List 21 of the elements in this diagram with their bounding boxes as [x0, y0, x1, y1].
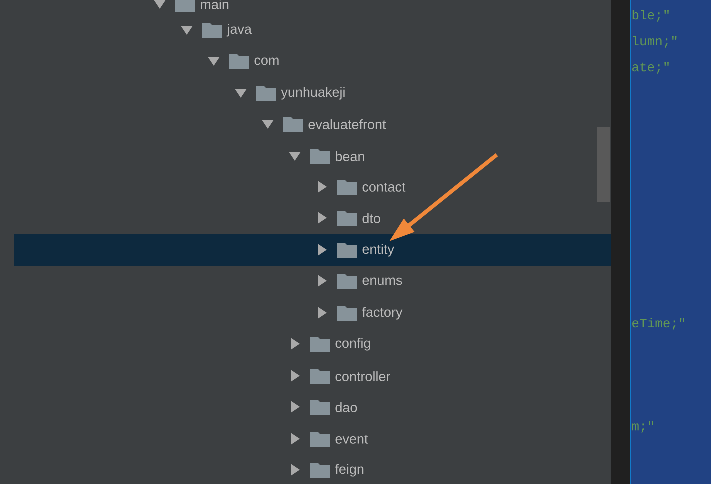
folder-label: contact [362, 183, 406, 192]
code-text: ate;″ [632, 62, 669, 74]
folder-label: config [336, 338, 370, 351]
folder-label: dto [362, 214, 380, 224]
folder-label: dao [336, 402, 358, 412]
code-text: m;″ [632, 421, 654, 433]
folder-label: bean [336, 152, 364, 162]
code-text: eTime;″ [632, 318, 685, 330]
code-text: ble;″ [632, 10, 669, 22]
folder-label: java [226, 24, 252, 37]
folder-label: event [336, 435, 368, 444]
folder-label: controller [336, 372, 390, 382]
folder-label: yunhuakeji [281, 87, 345, 100]
folder-label: main [201, 0, 229, 10]
folder-label: com [254, 58, 279, 66]
folder-label: enums [362, 278, 402, 286]
folder-label: feign [335, 464, 364, 477]
folder-label: entity [362, 244, 394, 257]
folder-label: evaluatefront [308, 120, 386, 130]
folder-label: factory [362, 307, 403, 320]
code-text: lumn;″ [633, 36, 677, 48]
